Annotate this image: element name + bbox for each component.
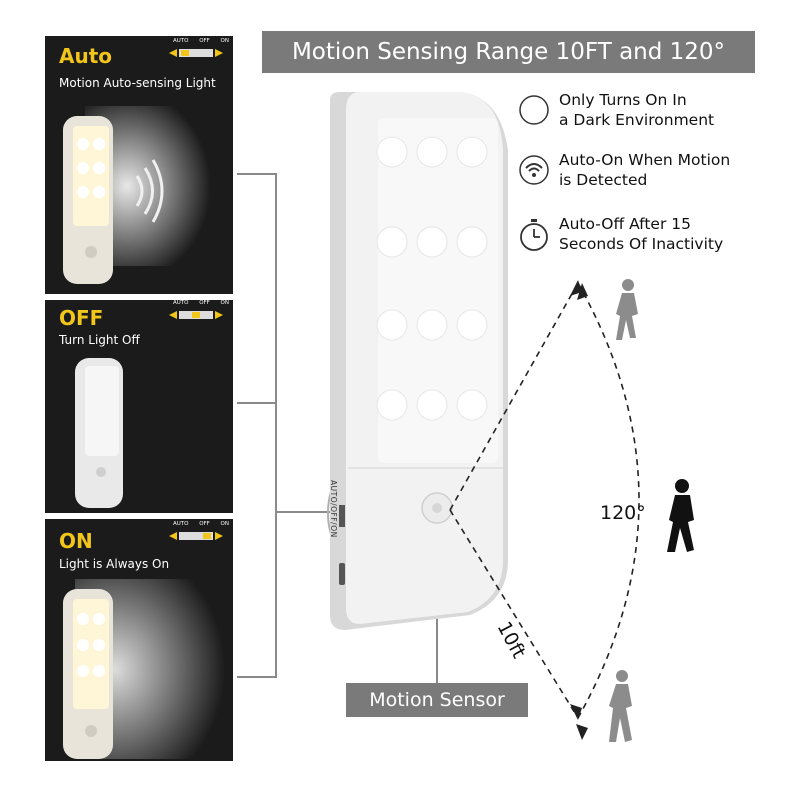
range-lines [449,282,640,719]
feature-line: Only Turns On In [559,91,687,109]
feature-dark-environment: Only Turns On In a Dark Environment [518,91,793,138]
motion-sensor-label: Motion Sensor [346,683,528,717]
feature-line: Auto-Off After 15 [559,215,691,233]
walking-person-middle [667,479,694,552]
light-device [330,92,508,630]
mode-title: ON [59,529,93,553]
moon-icon [519,95,549,125]
feature-auto-off: Auto-Off After 15 Seconds Of Inactivity [518,215,793,262]
on-mode-light-art [63,579,233,759]
walking-person-top [616,279,638,340]
feature-line: is Detected [559,171,648,189]
angle-label: 120° [600,502,646,524]
stopwatch-icon [520,219,548,251]
mode-title: OFF [59,306,104,330]
wifi-icon [519,155,549,185]
mode-title: Auto [59,44,113,68]
walking-person-bottom [609,670,632,742]
mode-subtitle: Turn Light Off [59,333,140,347]
mode-subtitle: Light is Always On [59,557,170,571]
mode-switch [339,505,345,527]
auto-mode-light-art [63,106,225,284]
feature-line: Seconds Of Inactivity [559,235,724,253]
feature-line: Auto-On When Motion [559,151,731,169]
device-switch-label: AUTO/OFF/ON [329,480,338,538]
feature-motion-detect: Auto-On When Motion is Detected [518,151,793,198]
range-arrowheads [570,280,588,740]
off-mode-light-art [75,358,123,508]
range-banner: Motion Sensing Range 10FT and 120° [262,31,755,73]
feature-line: a Dark Environment [559,111,715,129]
panel-connector-bracket [237,173,340,678]
mode-subtitle: Motion Auto-sensing Light [59,76,216,90]
usb-port [339,563,345,585]
